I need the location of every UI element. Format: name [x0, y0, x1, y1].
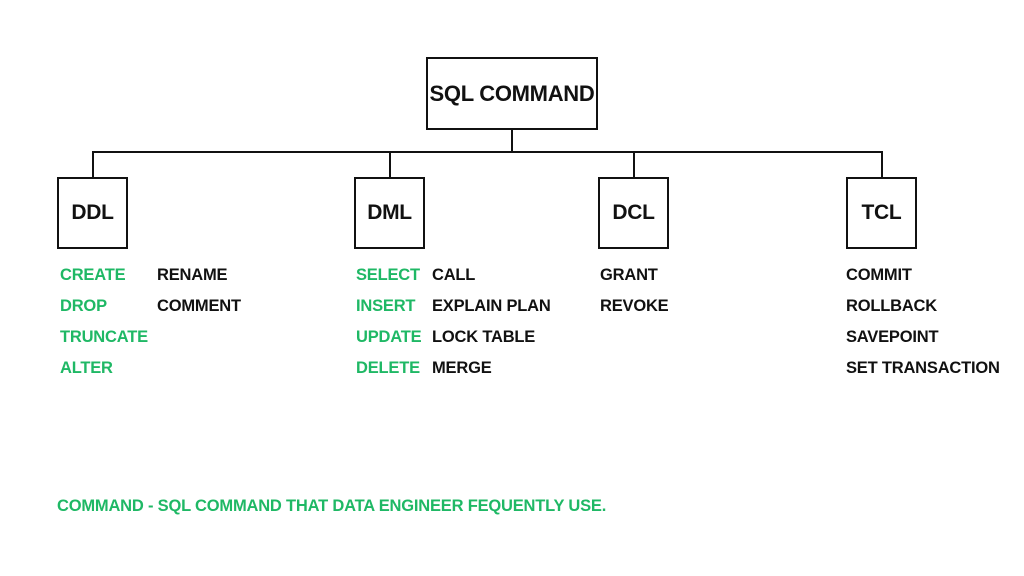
tcl-node: TCL: [846, 177, 917, 249]
dml-command: CALL: [432, 266, 476, 284]
root-node: SQL COMMAND: [426, 57, 598, 130]
root-label: SQL COMMAND: [429, 80, 595, 106]
dml-command: SELECT: [356, 266, 420, 284]
connector: [92, 151, 94, 179]
dcl-label: DCL: [612, 201, 655, 224]
dcl-command: REVOKE: [600, 297, 669, 315]
dcl-node: DCL: [598, 177, 669, 249]
ddl-label: DDL: [71, 201, 114, 224]
dml-command: INSERT: [356, 297, 416, 315]
ddl-command: COMMENT: [157, 297, 241, 315]
dml-command: UPDATE: [356, 328, 422, 346]
ddl-node: DDL: [57, 177, 128, 249]
connector: [881, 151, 883, 179]
ddl-command: CREATE: [60, 266, 126, 284]
dml-label: DML: [367, 201, 412, 224]
ddl-command: RENAME: [157, 266, 228, 284]
dml-node: DML: [354, 177, 425, 249]
footnote: COMMAND - SQL COMMAND THAT DATA ENGINEER…: [57, 497, 607, 515]
connector: [92, 151, 883, 153]
tcl-label: TCL: [861, 201, 902, 224]
tcl-command: ROLLBACK: [846, 297, 937, 315]
dml-command: EXPLAIN PLAN: [432, 297, 551, 315]
ddl-command: ALTER: [60, 359, 113, 377]
ddl-command: DROP: [60, 297, 107, 315]
connector: [389, 151, 391, 179]
ddl-command: TRUNCATE: [60, 328, 148, 346]
dml-command: LOCK TABLE: [432, 328, 536, 346]
connector: [633, 151, 635, 179]
dcl-command: GRANT: [600, 266, 658, 284]
dml-command: DELETE: [356, 359, 420, 377]
tcl-command: SAVEPOINT: [846, 328, 939, 346]
tcl-command: SET TRANSACTION: [846, 359, 1000, 377]
connector: [511, 129, 513, 153]
dml-command: MERGE: [432, 359, 492, 377]
tcl-command: COMMIT: [846, 266, 912, 284]
